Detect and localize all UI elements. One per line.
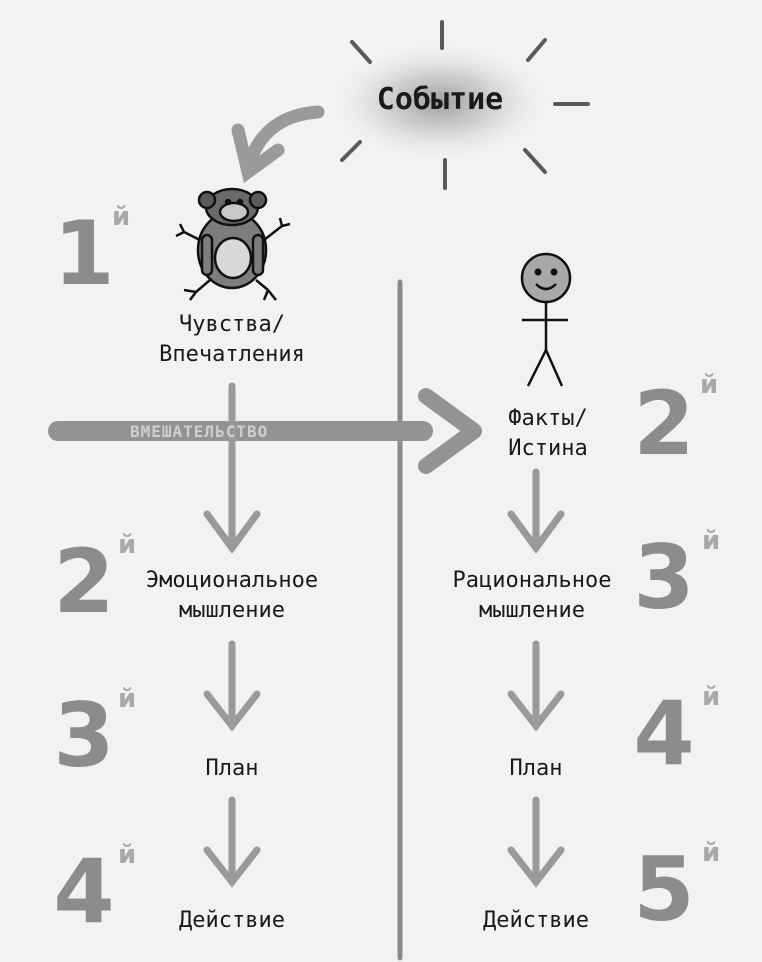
- feelings-label-line1: Чувства/: [179, 312, 285, 337]
- right-suffix-4: й: [702, 682, 721, 712]
- right-number-2: 2: [633, 372, 695, 475]
- right-suffix-2: й: [700, 370, 719, 400]
- rational-thinking-line2: мышление: [479, 598, 585, 623]
- stick-figure-icon: [520, 252, 572, 387]
- right-number-3: 3: [633, 526, 695, 629]
- left-step4-label: Действие: [179, 908, 285, 933]
- event-glow: [325, 40, 555, 164]
- left-step1-label: Чувства/ Впечатления: [159, 310, 305, 370]
- right-step4-label: План: [509, 756, 563, 781]
- right-number-4: 4: [633, 682, 695, 785]
- event-to-feelings-arrow: [231, 105, 325, 184]
- intervention-arrow-caption: ВМЕШАТЕЛЬСТВО: [130, 422, 269, 441]
- emotional-thinking-line2: мышление: [179, 598, 285, 623]
- left-number-2: 2: [53, 530, 115, 633]
- facts-label-line1: Факты/: [508, 406, 588, 431]
- left-arrows: [203, 382, 261, 888]
- right-step3-label: Рациональное мышление: [453, 566, 612, 626]
- event-label: Событие: [376, 82, 504, 117]
- right-step2-label: Факты/ Истина: [508, 404, 587, 464]
- left-suffix-2: й: [118, 530, 137, 560]
- left-number-4: 4: [53, 840, 115, 943]
- left-number-3: 3: [53, 684, 115, 787]
- left-number-1: 1: [53, 202, 115, 305]
- left-suffix-4: й: [118, 840, 137, 870]
- sun-rays: [340, 20, 590, 190]
- right-step5-label: Действие: [483, 908, 589, 933]
- right-number-5: 5: [633, 838, 695, 941]
- right-arrows: [507, 468, 565, 888]
- facts-label-line2: Истина: [508, 436, 588, 461]
- left-step3-label: План: [205, 756, 259, 781]
- left-suffix-3: й: [118, 684, 137, 714]
- right-suffix-3: й: [702, 526, 721, 556]
- intervention-arrow: [48, 388, 482, 474]
- right-suffix-5: й: [702, 838, 721, 868]
- emotional-thinking-line1: Эмоциональное: [145, 568, 319, 593]
- monkey-icon: [175, 187, 291, 301]
- left-step2-label: Эмоциональное мышление: [146, 566, 318, 626]
- rational-thinking-line1: Рациональное: [452, 568, 612, 593]
- left-suffix-1: й: [112, 202, 131, 232]
- feelings-label-line2: Впечатления: [159, 342, 305, 367]
